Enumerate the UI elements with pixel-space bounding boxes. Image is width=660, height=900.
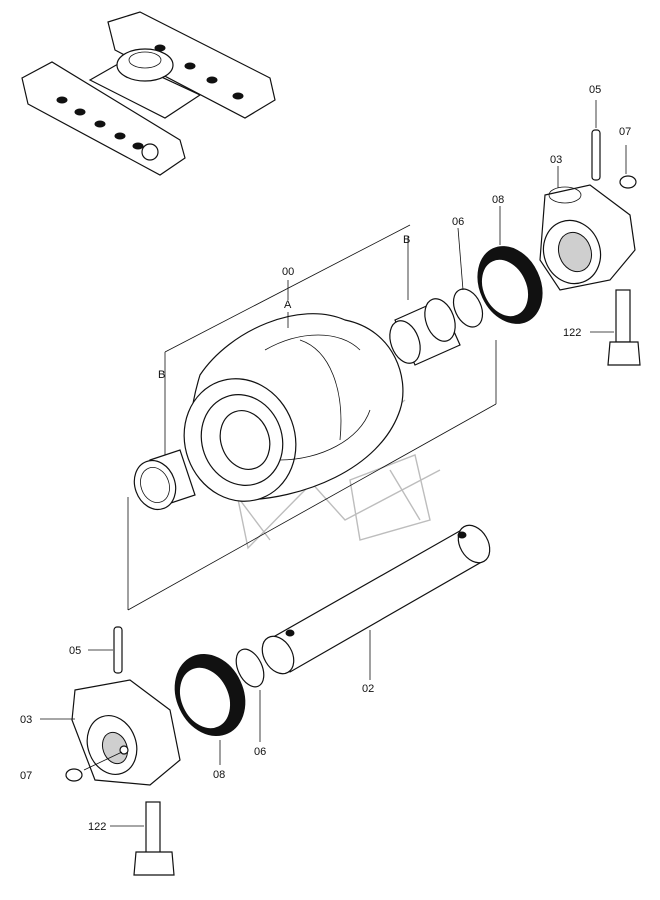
pin-top (591, 100, 601, 181)
track-rollers (56, 44, 244, 150)
o-ring-bottom (235, 648, 265, 742)
label-05-top: 05 (589, 84, 601, 96)
collar-bottom (71, 679, 181, 786)
label-06-top: 06 (452, 216, 464, 228)
label-122-bottom: 122 (88, 821, 106, 833)
label-122-top: 122 (563, 327, 581, 339)
assembly-bracket (127, 224, 497, 611)
label-b-top: B (403, 234, 410, 246)
track-frame-thumbnail (21, 11, 276, 176)
roller-shaft (261, 524, 491, 680)
label-07-bottom: 07 (20, 770, 32, 782)
label-03-top: 03 (550, 154, 562, 166)
collar-top (539, 184, 636, 291)
track-roller-body (183, 313, 404, 502)
label-07-top: 07 (619, 126, 631, 138)
bolt-bottom (110, 801, 175, 876)
floating-seal-bottom (174, 653, 246, 765)
label-00: 00 (282, 266, 294, 278)
bushing-left (133, 449, 196, 511)
label-08-top: 08 (492, 194, 504, 206)
label-a: A (284, 299, 292, 311)
pin-bottom (88, 626, 123, 674)
plug-bottom (65, 751, 123, 782)
o-ring-top (452, 288, 484, 328)
label-05-bottom: 05 (69, 645, 81, 657)
bolt-top (590, 289, 641, 366)
watermark-logo (231, 399, 441, 550)
label-03-bottom: 03 (20, 714, 32, 726)
label-02: 02 (362, 683, 374, 695)
floating-seal-top (477, 246, 543, 324)
label-b-left: B (158, 369, 165, 381)
label-06-bottom: 06 (254, 746, 266, 758)
bushing-top (389, 298, 461, 366)
leader-lines (40, 166, 559, 720)
plug-top (619, 145, 637, 189)
label-08-bottom: 08 (213, 769, 225, 781)
